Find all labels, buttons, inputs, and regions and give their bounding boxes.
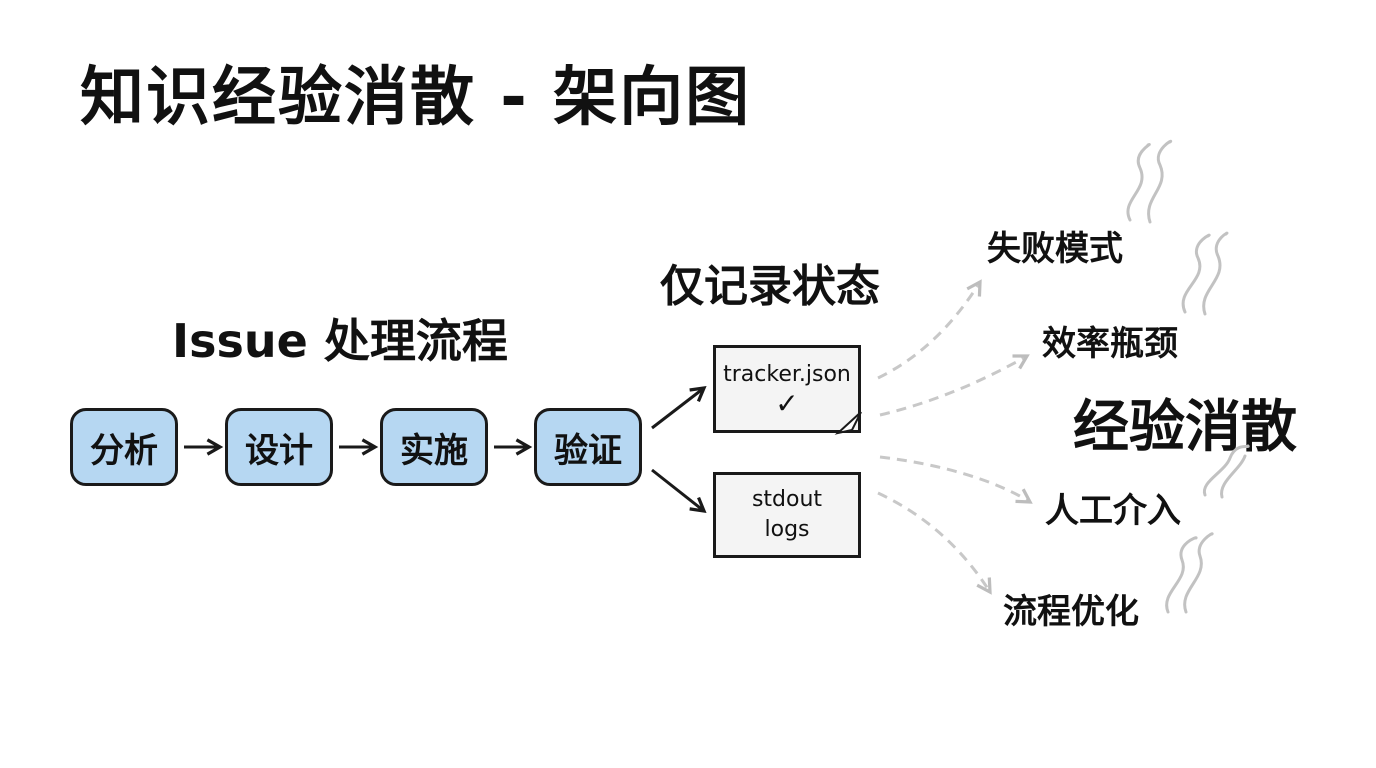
step-verify: 验证 — [534, 408, 642, 486]
tracker-fold-corner — [834, 411, 862, 435]
flow-label: Issue 处理流程 — [172, 314, 508, 368]
step-design: 设计 — [225, 408, 333, 486]
step-analysis: 分析 — [70, 408, 178, 486]
arrow-verify-tracker — [651, 386, 707, 430]
stdout-logs-doc: stdout logs — [713, 472, 861, 558]
check-icon: ✓ — [775, 386, 799, 420]
outcome-process-optimization: 流程优化 — [1003, 592, 1139, 632]
outcome-manual-intervention: 人工介入 — [1045, 491, 1181, 531]
faded-arrow-failure — [877, 279, 982, 380]
smoke-wisps-icon — [1126, 139, 1250, 614]
dissipation-label: 经验消散 — [1073, 395, 1297, 460]
state-label: 仅记录状态 — [660, 261, 880, 312]
arrow-verify-logs — [651, 468, 707, 514]
outcome-failure-modes: 失败模式 — [987, 229, 1123, 269]
tracker-json-name: tracker.json — [723, 362, 851, 388]
faded-arrow-process — [877, 491, 992, 595]
faded-arrow-manual — [879, 455, 1033, 504]
step-implement: 实施 — [380, 408, 488, 486]
outcome-efficiency-bottleneck: 效率瓶颈 — [1042, 324, 1178, 364]
faded-arrow-efficiency — [879, 354, 1030, 417]
diagram-title: 知识经验消散 - 架向图 — [80, 61, 752, 135]
logs-label: logs — [764, 517, 810, 542]
tracker-json-doc: tracker.json ✓ — [713, 345, 861, 433]
stdout-label: stdout — [751, 487, 823, 513]
